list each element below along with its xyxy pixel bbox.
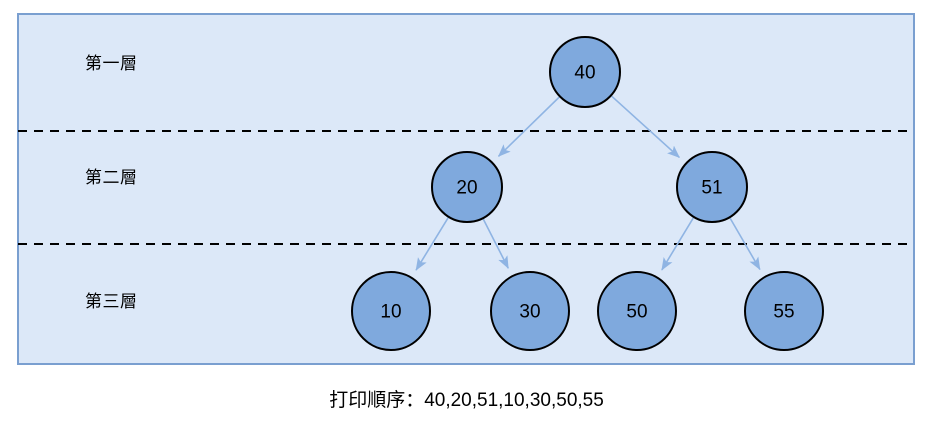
layer-label-2: 第二層 (85, 168, 138, 187)
diagram-panel (17, 13, 915, 365)
layer-label-3: 第三層 (85, 292, 138, 311)
traversal-caption: 打印順序：40,20,51,10,30,50,55 (329, 390, 604, 411)
layer-label-1: 第一層 (85, 54, 138, 73)
